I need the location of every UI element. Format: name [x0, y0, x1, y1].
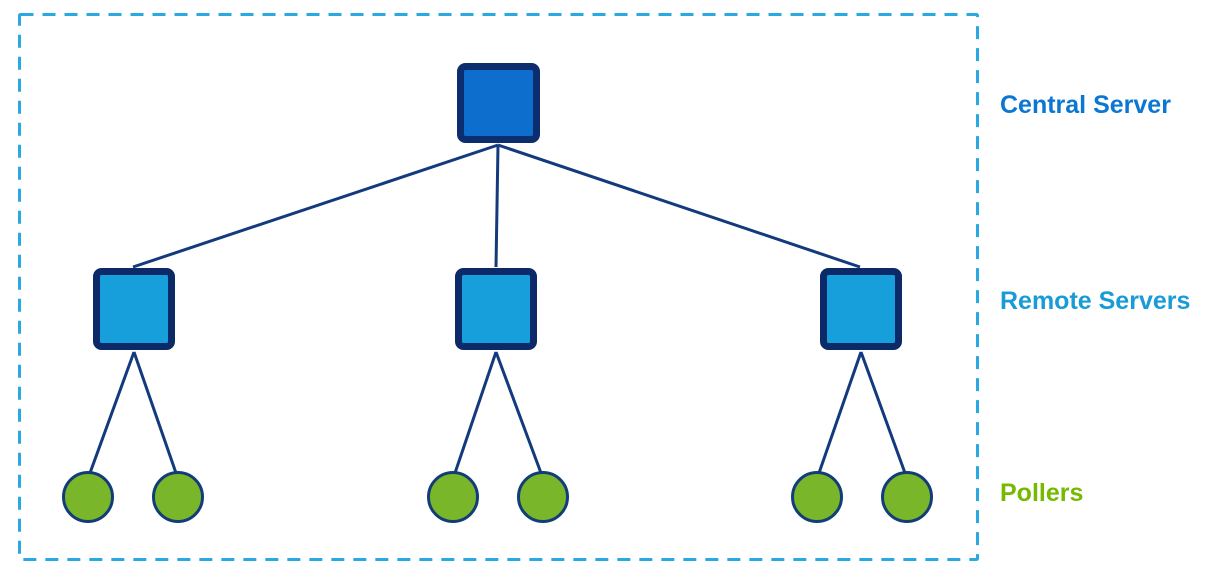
poller-node-6 — [881, 471, 933, 523]
poller-node-2 — [152, 471, 204, 523]
central-server-node — [457, 63, 540, 143]
poller-node-3 — [427, 471, 479, 523]
poller-node-5 — [791, 471, 843, 523]
link-remote1-poller1 — [88, 351, 136, 474]
link-remote2-poller1 — [453, 351, 498, 474]
central-server-label: Central Server — [1000, 91, 1171, 119]
remote-server-node-1 — [93, 268, 175, 350]
remote-to-poller-links — [88, 351, 907, 474]
link-remote2-poller2 — [494, 351, 543, 474]
remote-servers-label: Remote Servers — [1000, 287, 1191, 315]
link-central-remote-1 — [132, 143, 499, 269]
poller-node-1 — [62, 471, 114, 523]
link-remote3-poller2 — [859, 351, 907, 474]
remote-server-node-3 — [820, 268, 902, 350]
link-remote3-poller1 — [817, 351, 863, 474]
link-central-remote-2 — [494, 144, 500, 268]
remote-server-nodes — [93, 268, 902, 350]
central-to-remote-links — [132, 143, 861, 269]
link-remote1-poller2 — [132, 351, 178, 474]
pollers-label: Pollers — [1000, 479, 1084, 507]
link-central-remote-3 — [497, 143, 861, 269]
poller-nodes — [62, 471, 933, 523]
poller-node-4 — [517, 471, 569, 523]
dashed-boundary — [18, 13, 979, 561]
remote-server-node-2 — [455, 268, 537, 350]
